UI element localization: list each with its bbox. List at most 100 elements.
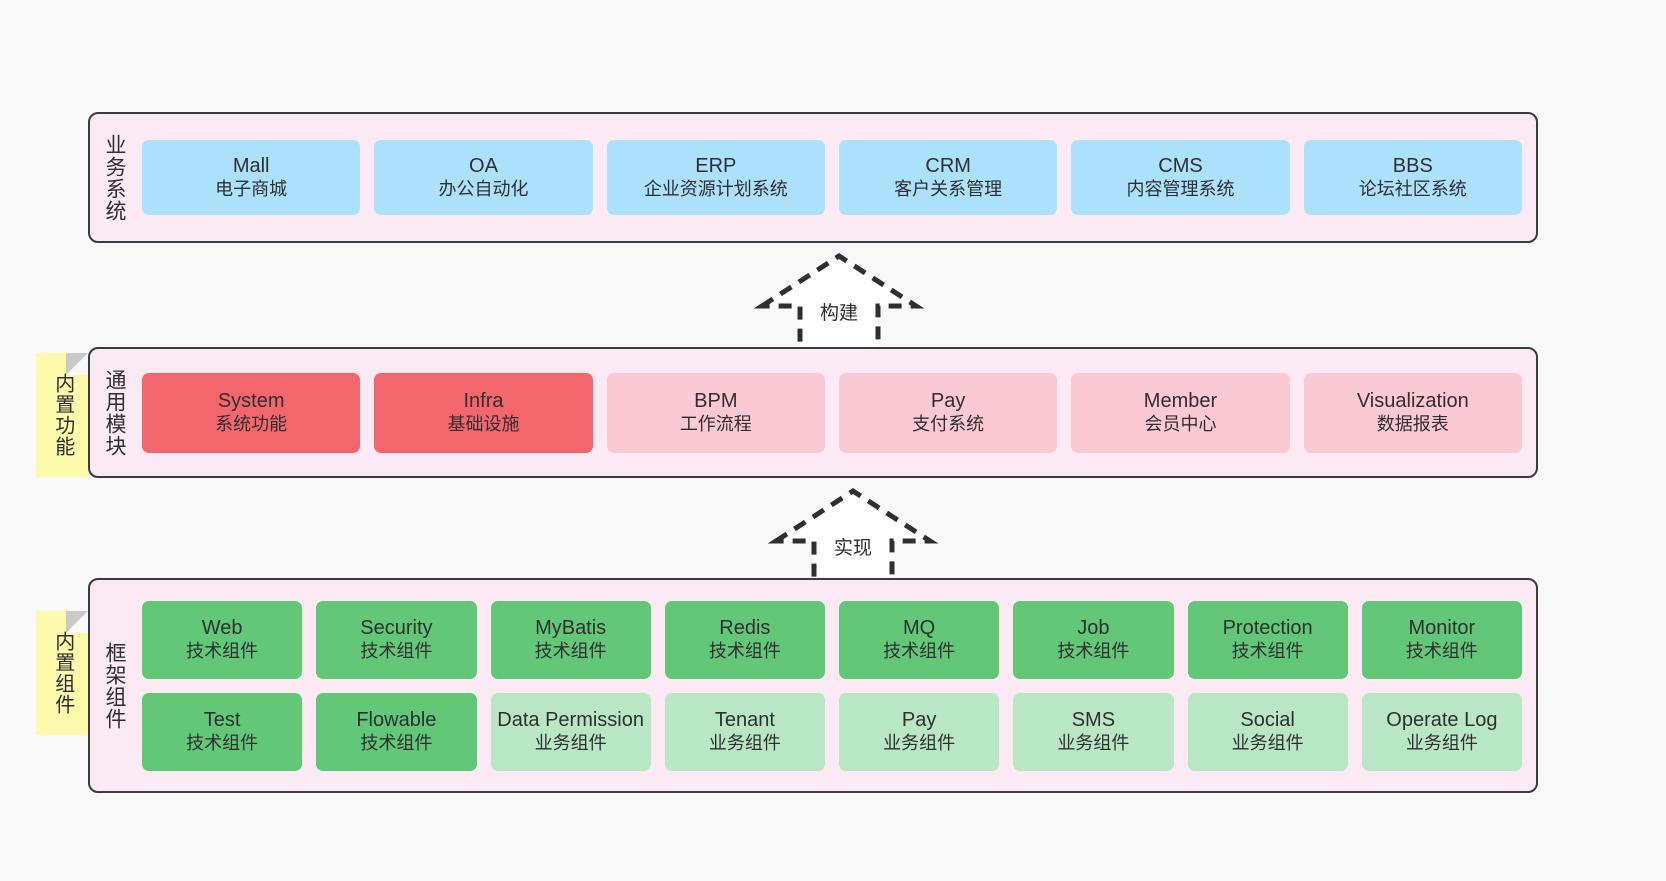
tile-title: MQ	[903, 617, 936, 640]
band-body-modules: System 系统功能 Infra 基础设施 BPM 工作流程 Pay 支付系统…	[138, 349, 1536, 476]
band-body-business: Mall 电子商城 OA 办公自动化 ERP 企业资源计划系统 CRM 客户关系…	[138, 114, 1536, 241]
tile-security[interactable]: Security 技术组件	[316, 600, 477, 679]
tile-row: System 系统功能 Infra 基础设施 BPM 工作流程 Pay 支付系统…	[142, 372, 1522, 453]
tile-subtitle: 业务组件	[534, 732, 607, 753]
tile-sms[interactable]: SMS 业务组件	[1013, 692, 1174, 771]
tile-subtitle: 工作流程	[679, 413, 752, 434]
tile-subtitle: 基础设施	[447, 413, 520, 434]
tile-subtitle: 业务组件	[883, 732, 956, 753]
tile-protection[interactable]: Protection 技术组件	[1187, 600, 1348, 679]
sticky-note-label: 内置功能	[51, 373, 74, 457]
tile-title: BPM	[694, 390, 738, 413]
tile-mq[interactable]: MQ 技术组件	[839, 600, 1000, 679]
tile-subtitle: 数据报表	[1376, 413, 1449, 434]
tile-subtitle: 业务组件	[1231, 732, 1304, 753]
tile-subtitle: 客户关系管理	[894, 178, 1003, 199]
tile-subtitle: 业务组件	[1057, 732, 1130, 753]
tile-title: Test	[203, 709, 241, 732]
tile-subtitle: 技术组件	[360, 640, 433, 661]
tile-title: Operate Log	[1386, 709, 1498, 732]
tile-title: System	[217, 390, 285, 413]
arrow-implement: 实现	[758, 485, 948, 589]
tile-subtitle: 技术组件	[883, 640, 956, 661]
band-common-modules: 通用模块 System 系统功能 Infra 基础设施 BPM 工作流程 Pay…	[88, 347, 1538, 478]
tile-operate-log[interactable]: Operate Log 业务组件	[1361, 692, 1522, 771]
sticky-note-builtin-components: 内置组件	[36, 611, 88, 735]
sticky-note-label: 内置组件	[51, 631, 74, 715]
tile-subtitle: 技术组件	[708, 640, 781, 661]
tile-subtitle: 电子商城	[215, 178, 288, 199]
tile-pay-business[interactable]: Pay 业务组件	[839, 692, 1000, 771]
arrow-implement-icon	[767, 488, 939, 588]
tile-row: Test 技术组件 Flowable 技术组件 Data Permission …	[142, 692, 1522, 771]
band-framework-components: 框架组件 Web 技术组件 Security 技术组件 MyBatis 技术组件…	[88, 578, 1538, 793]
tile-subtitle: 会员中心	[1144, 413, 1217, 434]
tile-erp[interactable]: ERP 企业资源计划系统	[606, 140, 825, 215]
tile-title: Security	[360, 617, 433, 640]
tile-row: Web 技术组件 Security 技术组件 MyBatis 技术组件 Redi…	[142, 600, 1522, 679]
tile-title: SMS	[1071, 709, 1116, 732]
tile-title: Pay	[930, 390, 966, 413]
tile-bpm[interactable]: BPM 工作流程	[606, 372, 825, 453]
tile-title: BBS	[1392, 155, 1433, 178]
tile-mall[interactable]: Mall 电子商城	[142, 140, 361, 215]
tile-system[interactable]: System 系统功能	[142, 372, 361, 453]
tile-title: Job	[1077, 617, 1110, 640]
tile-data-permission[interactable]: Data Permission 业务组件	[490, 692, 651, 771]
tile-monitor[interactable]: Monitor 技术组件	[1361, 600, 1522, 679]
band-business-systems: 业务系统 Mall 电子商城 OA 办公自动化 ERP 企业资源计划系统 CRM…	[88, 112, 1538, 243]
tile-title: Infra	[463, 390, 504, 413]
tile-test[interactable]: Test 技术组件	[142, 692, 303, 771]
tile-bbs[interactable]: BBS 论坛社区系统	[1303, 140, 1522, 215]
tile-job[interactable]: Job 技术组件	[1013, 600, 1174, 679]
band-label-business: 业务系统	[103, 133, 127, 222]
tile-title: CRM	[925, 155, 971, 178]
tile-title: Monitor	[1408, 617, 1476, 640]
tile-subtitle: 技术组件	[360, 732, 433, 753]
tile-title: Redis	[719, 617, 771, 640]
tile-title: Member	[1143, 390, 1218, 413]
tile-row: Mall 电子商城 OA 办公自动化 ERP 企业资源计划系统 CRM 客户关系…	[142, 140, 1522, 215]
band-label-framework: 框架组件	[103, 641, 127, 730]
tile-subtitle: 办公自动化	[438, 178, 529, 199]
tile-subtitle: 技术组件	[534, 640, 607, 661]
band-label-modules: 通用模块	[103, 368, 127, 457]
tile-infra[interactable]: Infra 基础设施	[374, 372, 593, 453]
arrow-build-icon	[753, 253, 925, 353]
tile-title: Data Permission	[497, 709, 644, 732]
tile-web[interactable]: Web 技术组件	[142, 600, 303, 679]
tile-title: MyBatis	[535, 617, 607, 640]
band-body-framework: Web 技术组件 Security 技术组件 MyBatis 技术组件 Redi…	[138, 580, 1536, 791]
tile-title: Pay	[901, 709, 937, 732]
tile-subtitle: 技术组件	[186, 732, 259, 753]
tile-subtitle: 技术组件	[186, 640, 259, 661]
tile-oa[interactable]: OA 办公自动化	[374, 140, 593, 215]
tile-redis[interactable]: Redis 技术组件	[664, 600, 825, 679]
tile-flowable[interactable]: Flowable 技术组件	[316, 692, 477, 771]
tile-title: Social	[1240, 709, 1295, 732]
tile-social[interactable]: Social 业务组件	[1187, 692, 1348, 771]
tile-visualization[interactable]: Visualization 数据报表	[1303, 372, 1522, 453]
tile-title: ERP	[695, 155, 737, 178]
tile-member[interactable]: Member 会员中心	[1071, 372, 1290, 453]
tile-title: Web	[201, 617, 243, 640]
tile-mybatis[interactable]: MyBatis 技术组件	[490, 600, 651, 679]
tile-title: Tenant	[714, 709, 775, 732]
tile-subtitle: 系统功能	[215, 413, 288, 434]
tile-title: Mall	[232, 155, 270, 178]
tile-title: Visualization	[1356, 390, 1469, 413]
tile-subtitle: 内容管理系统	[1126, 178, 1235, 199]
tile-cms[interactable]: CMS 内容管理系统	[1071, 140, 1290, 215]
sticky-note-builtin-features: 内置功能	[36, 353, 88, 477]
tile-subtitle: 技术组件	[1231, 640, 1304, 661]
tile-title: OA	[469, 155, 498, 178]
tile-title: Protection	[1222, 617, 1313, 640]
tile-subtitle: 企业资源计划系统	[643, 178, 788, 199]
tile-crm[interactable]: CRM 客户关系管理	[838, 140, 1058, 215]
tile-title: Flowable	[356, 709, 437, 732]
arrow-build: 构建	[744, 250, 934, 354]
tile-subtitle: 论坛社区系统	[1358, 178, 1467, 199]
tile-tenant[interactable]: Tenant 业务组件	[664, 692, 825, 771]
tile-pay[interactable]: Pay 支付系统	[838, 372, 1058, 453]
